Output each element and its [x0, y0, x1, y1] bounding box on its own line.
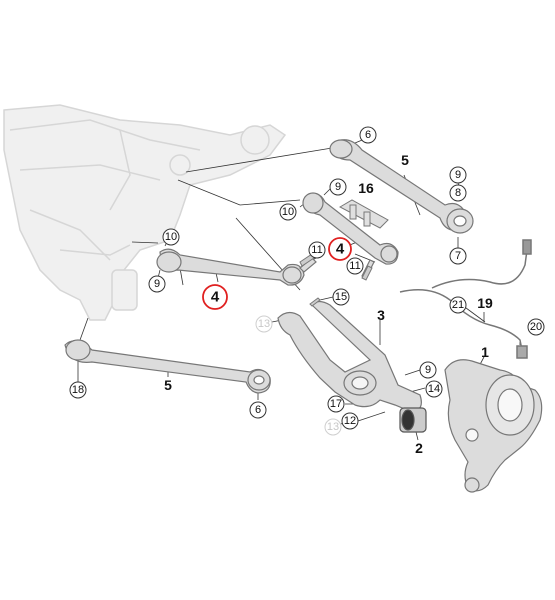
- callout-8-right-label: 8: [455, 187, 461, 199]
- wishbone-arm-3: [277, 300, 422, 413]
- callout-6-bottom: 6: [249, 401, 267, 419]
- callout-12: 12: [341, 412, 359, 430]
- callout-19: 19: [477, 295, 493, 311]
- callout-7-right-label: 7: [455, 250, 461, 262]
- callout-9-mid: 9: [329, 178, 347, 196]
- callout-20-label: 20: [530, 321, 542, 333]
- callout-3-label: 3: [377, 307, 385, 323]
- callout-9-lower-label: 9: [425, 364, 431, 376]
- callout-5-top: 5: [401, 152, 409, 168]
- callout-10-mid: 10: [279, 203, 297, 221]
- callout-5-bottom-label: 5: [164, 377, 172, 393]
- callout-9-lower: 9: [419, 361, 437, 379]
- callout-13-bottom: 13: [324, 418, 342, 436]
- callout-9-right-label: 9: [455, 169, 461, 181]
- callout-21-label: 21: [452, 299, 464, 311]
- callout-11-bottom: 11: [346, 257, 364, 275]
- callout-12-label: 12: [344, 415, 356, 427]
- callout-1: 1: [481, 344, 489, 360]
- callout-15-label: 15: [335, 291, 347, 303]
- callout-10-mid-label: 10: [282, 206, 294, 218]
- control-arm-4-left: [156, 248, 317, 286]
- callout-6-top: 6: [359, 126, 377, 144]
- callout-14: 14: [425, 380, 443, 398]
- callout-8-right: 8: [449, 184, 467, 202]
- callout-11-bottom-label: 11: [349, 260, 360, 272]
- bushing-2: [399, 407, 427, 433]
- callout-16: 16: [358, 180, 374, 196]
- callout-4-right-label: 4: [336, 241, 345, 258]
- callout-18: 18: [69, 381, 87, 399]
- callout-4-left-label: 4: [211, 289, 220, 306]
- callout-9-right: 9: [449, 166, 467, 184]
- callout-6-bottom-label: 6: [255, 404, 261, 416]
- callout-10-left-label: 10: [165, 231, 177, 243]
- callout-4-right-highlight: 4: [328, 237, 352, 261]
- rear-subframe: [3, 104, 287, 321]
- control-arm-5-upper: [329, 139, 474, 234]
- callout-13-top-label: 13: [258, 318, 270, 330]
- control-arm-5-lower: [64, 339, 271, 394]
- callout-3: 3: [377, 307, 385, 323]
- callout-19-label: 19: [477, 295, 493, 311]
- callout-18-label: 18: [72, 384, 84, 396]
- bracket-16: [338, 199, 389, 229]
- callout-13-bottom-label: 13: [327, 421, 339, 433]
- callout-5-top-label: 5: [401, 152, 409, 168]
- callout-20: 20: [527, 318, 545, 336]
- callout-2: 2: [415, 440, 423, 456]
- callout-7-right: 7: [449, 247, 467, 265]
- callout-14-label: 14: [428, 383, 440, 395]
- callout-10-left: 10: [162, 228, 180, 246]
- callout-21: 21: [449, 296, 467, 314]
- callout-9-left: 9: [148, 275, 166, 293]
- wheel-carrier-1: [444, 359, 543, 493]
- callout-1-label: 1: [481, 344, 489, 360]
- callout-11-top-label: 11: [311, 244, 322, 256]
- callout-11-top: 11: [308, 241, 326, 259]
- callout-13-top: 13: [255, 315, 273, 333]
- callout-6-top-label: 6: [365, 129, 371, 141]
- callout-5-bottom: 5: [164, 377, 172, 393]
- callout-17: 17: [327, 395, 345, 413]
- callout-9-left-label: 9: [154, 278, 160, 290]
- sensor-cable-19: [399, 239, 532, 359]
- callout-17-label: 17: [330, 398, 342, 410]
- callout-4-left-highlight: 4: [202, 284, 228, 310]
- callout-9-mid-label: 9: [335, 181, 341, 193]
- callout-15: 15: [332, 288, 350, 306]
- callout-2-label: 2: [415, 440, 423, 456]
- callout-16-label: 16: [358, 180, 374, 196]
- bolts: [299, 253, 373, 307]
